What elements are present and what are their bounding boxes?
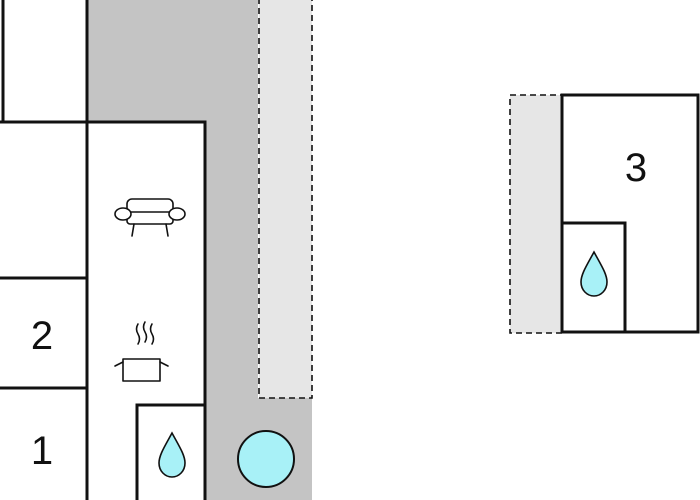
top-left-room (1, 0, 89, 124)
room-number-3: 3 (625, 146, 647, 190)
terrace-area (88, 0, 312, 500)
water-drop-icon (580, 250, 608, 297)
room-number-1: 1 (31, 429, 53, 473)
balcony-strip-annex (509, 94, 563, 334)
cooking-pot-icon (114, 321, 169, 382)
balcony-strip-main (258, 0, 313, 399)
water-drop-icon (158, 431, 186, 478)
pool-icon (237, 430, 295, 488)
left-middle-room (0, 120, 89, 280)
bathroom-annex-room (560, 221, 627, 334)
main-building (0, 0, 207, 500)
bedroom-3-room (560, 93, 700, 334)
room-number-2: 2 (31, 314, 53, 358)
bedroom-1-room (0, 386, 89, 500)
living-kitchen-room (85, 120, 207, 500)
bathroom-main-room (135, 403, 207, 500)
sofa-icon (114, 198, 186, 237)
annex-building (560, 93, 700, 334)
